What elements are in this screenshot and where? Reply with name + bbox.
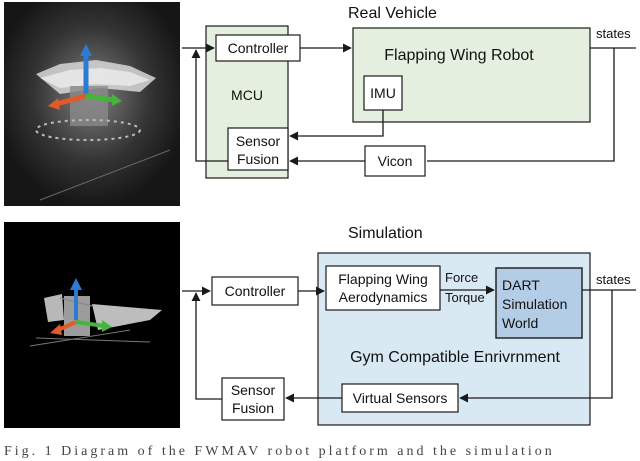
sim-sensor-fusion-line2: Fusion	[232, 400, 274, 416]
real-sensor-fusion-box	[227, 127, 289, 171]
aerodynamics-line2: Aerodynamics	[339, 289, 428, 305]
gym-environment-label: Gym Compatible Enrivrnment	[350, 349, 560, 366]
dart-world-box	[495, 267, 583, 339]
aerodynamics-line1: Flapping Wing	[338, 271, 428, 287]
dart-line2: Simulation	[502, 296, 567, 312]
force-label: Force	[445, 270, 478, 285]
flapping-wing-robot-label: Flapping Wing Robot	[384, 47, 534, 64]
aerodynamics-box	[325, 265, 441, 311]
vicon-label: Vicon	[378, 153, 413, 169]
sim-connectors	[182, 285, 636, 403]
virtual-sensors-box	[341, 383, 459, 413]
real-controller-label: Controller	[228, 40, 289, 56]
sim-states-label: states	[596, 272, 631, 287]
real-robot-photo	[4, 2, 180, 206]
real-sensor-fusion-line1: Sensor	[236, 133, 281, 149]
real-sensor-fusion-line2: Fusion	[237, 151, 279, 167]
imu-box	[363, 75, 403, 111]
real-connectors	[182, 43, 636, 166]
sim-sensor-fusion-line1: Sensor	[231, 382, 276, 398]
imu-label: IMU	[370, 85, 396, 101]
sim-robot-render	[4, 222, 180, 428]
vicon-box	[364, 145, 426, 177]
mcu-label: MCU	[231, 87, 263, 103]
dart-line3: World	[502, 315, 538, 331]
torque-label: Torque	[445, 290, 485, 305]
simulation-title: Simulation	[348, 225, 423, 242]
sim-controller-label: Controller	[225, 283, 286, 299]
virtual-sensors-label: Virtual Sensors	[353, 390, 448, 406]
dart-line1: DART	[502, 277, 540, 293]
sim-controller-box	[211, 276, 299, 306]
real-states-label: states	[596, 26, 631, 41]
real-vehicle-title: Real Vehicle	[348, 5, 437, 22]
figure-caption: Fig. 1 Diagram of the FWMAV robot platfo…	[4, 444, 555, 459]
